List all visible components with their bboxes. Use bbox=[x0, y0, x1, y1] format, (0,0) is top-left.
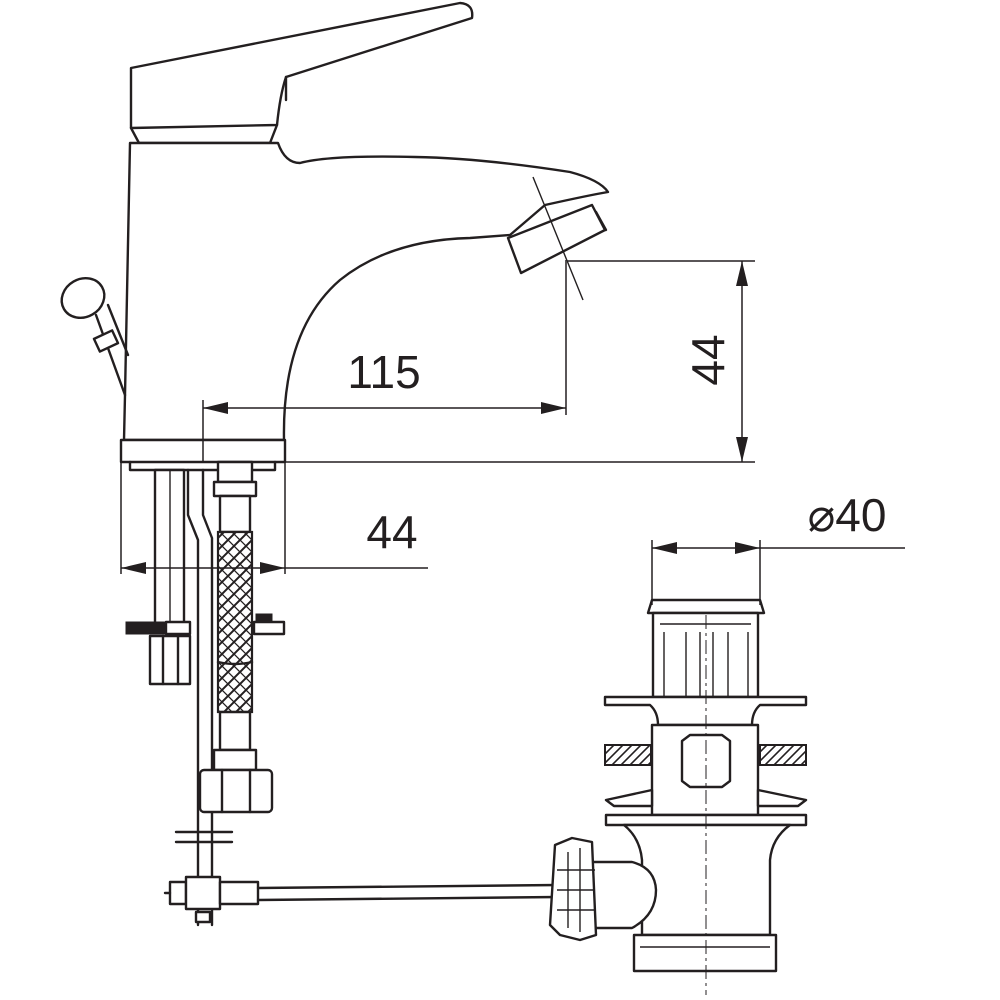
dim-spout-height: 44 bbox=[682, 334, 734, 385]
dim-base-width: 44 bbox=[366, 506, 417, 558]
faucet bbox=[60, 1, 610, 464]
dimension-lines bbox=[120, 176, 905, 605]
pop-up-linkage bbox=[163, 875, 560, 924]
break-marks bbox=[174, 830, 234, 844]
flexible-hose bbox=[198, 460, 274, 814]
mounting-hardware bbox=[125, 460, 286, 927]
popup-drain bbox=[548, 598, 808, 995]
dim-drain-diameter: ⌀40 bbox=[808, 489, 887, 541]
dim-spout-reach: 115 bbox=[347, 346, 420, 398]
dimension-labels: 115 44 44 ⌀40 bbox=[347, 334, 886, 558]
aerator bbox=[506, 203, 608, 275]
lever-handle bbox=[129, 1, 474, 130]
faucet-body bbox=[122, 141, 610, 442]
pop-up-knob bbox=[60, 277, 130, 397]
